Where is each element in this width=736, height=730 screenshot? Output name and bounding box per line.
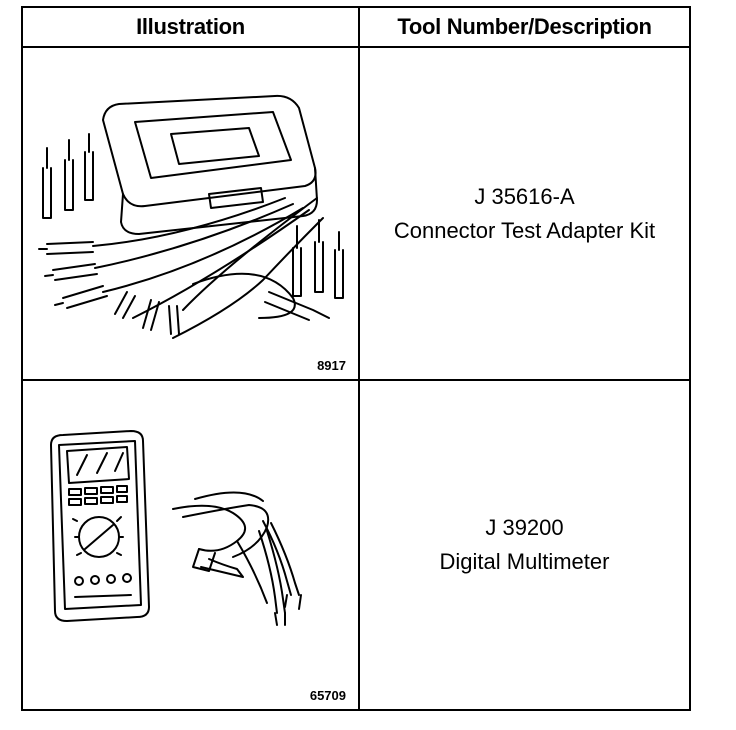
column-divider (358, 8, 360, 709)
figure-number: 65709 (309, 688, 346, 703)
connector-test-adapter-kit-icon (38, 94, 344, 339)
tool-description: Connector Test Adapter Kit (393, 217, 656, 243)
table-row-2-illustration: 65709 (23, 381, 358, 709)
table-row-1-description: J 35616-A Connector Test Adapter Kit (360, 48, 689, 379)
digital-multimeter-icon (50, 430, 302, 626)
tool-description-header: Tool Number/Description (397, 14, 652, 39)
tool-number: J 39200 (485, 515, 564, 540)
row-divider (23, 379, 689, 381)
tool-number: J 35616-A (474, 183, 575, 209)
table-row-2-description: J 39200 Digital Multimeter (360, 381, 689, 709)
table-row-1-illustration: 8917 (23, 48, 358, 379)
tool-description: Digital Multimeter (439, 549, 610, 574)
header-divider (23, 46, 689, 48)
figure-number: 8917 (317, 358, 346, 373)
tool-table: Illustration Tool Number/Description (21, 6, 691, 711)
illustration-header: Illustration (136, 14, 245, 39)
